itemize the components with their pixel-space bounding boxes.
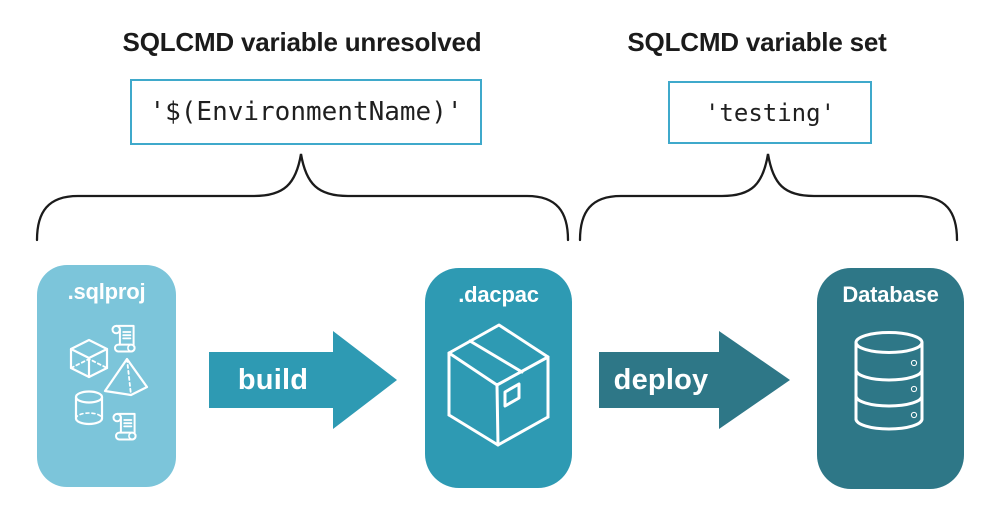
script-icon [111,411,139,442]
code-value-set: 'testing' [704,98,836,127]
heading-variable-set: SQLCMD variable set [627,27,887,57]
sqlproj-card: .sqlproj [37,265,176,487]
cylinder-icon [73,389,105,426]
database-icon [853,330,925,432]
package-icon [443,323,553,448]
pyramid-icon [103,357,149,397]
brace-left [35,153,570,242]
build-arrow: build [209,330,397,430]
deploy-arrow: deploy [599,330,790,430]
dacpac-card: .dacpac [425,268,572,488]
dacpac-card-title: .dacpac [458,282,539,307]
sqlproj-card-title: .sqlproj [67,279,146,304]
heading-variable-unresolved: SQLCMD variable unresolved [122,27,482,57]
code-box-set: 'testing' [668,81,872,144]
database-card: Database [817,268,964,489]
code-box-unresolved: '$(EnvironmentName)' [130,79,482,145]
brace-right [578,153,959,242]
script-icon [110,323,138,354]
database-card-title: Database [842,282,939,307]
code-value-unresolved: '$(EnvironmentName)' [149,97,463,127]
build-arrow-label: build [237,363,309,396]
deploy-arrow-label: deploy [613,363,709,396]
cube-icon [67,337,111,385]
brace-group [35,153,959,242]
